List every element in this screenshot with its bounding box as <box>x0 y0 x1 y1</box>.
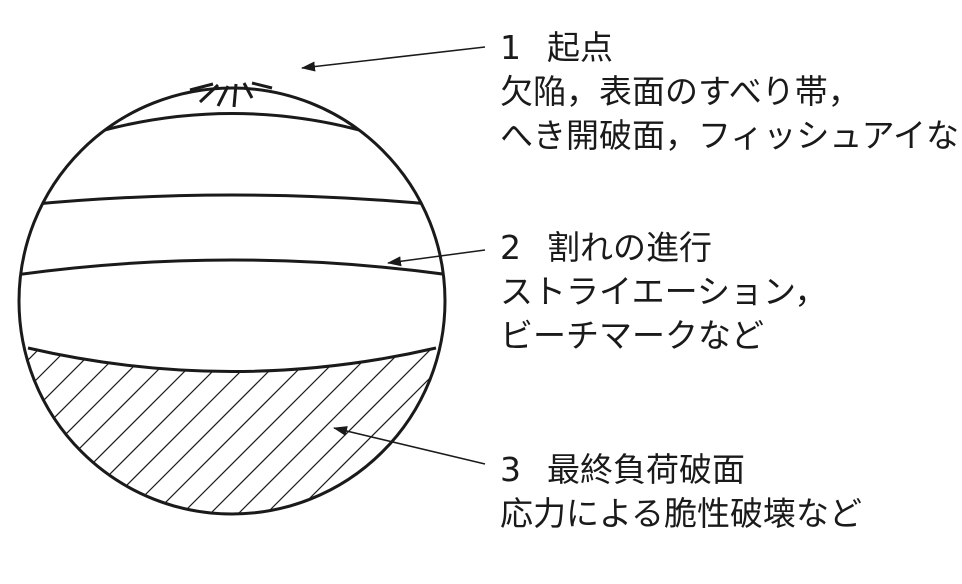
annotation-crack-growth: 2 割れの進行 ストライエーション， ビーチマークなど <box>500 226 827 358</box>
leader-arrows <box>301 46 486 465</box>
annotation-number: 2 <box>500 228 521 267</box>
annotation-number: 1 <box>500 28 521 67</box>
arrow-to-origin <box>301 46 486 72</box>
annotation-detail: ストライエーション， <box>500 272 828 311</box>
final-fracture-zone-hatching <box>28 348 436 514</box>
beach-mark-line <box>27 346 437 373</box>
beach-mark-line <box>129 88 335 102</box>
annotation-detail: ビーチマークなど <box>500 316 764 355</box>
annotation-title: 起点 <box>547 28 613 67</box>
annotation-detail: 応力による脆性破壊など <box>500 494 863 533</box>
annotation-detail: へき開破面，フィッシュアイなど <box>500 116 962 155</box>
arrow-to-crack-growth <box>387 249 486 267</box>
beach-mark-line <box>79 112 385 139</box>
fracture-surface-outline <box>17 86 447 516</box>
arrow-to-final-fracture <box>333 426 486 465</box>
annotation-origin: 1 起点 欠陥，表面のすべり帯， へき開破面，フィッシュアイなど <box>500 26 962 158</box>
annotation-detail: 欠陥，表面のすべり帯， <box>500 72 861 111</box>
beach-mark-line <box>19 258 445 277</box>
annotation-title: 最終負荷破面 <box>547 450 745 489</box>
annotation-title: 割れの進行 <box>547 228 712 267</box>
annotation-final-fracture: 3 最終負荷破面 応力による脆性破壊など <box>500 448 862 536</box>
beach-mark-bands <box>19 88 445 373</box>
beach-mark-line <box>24 193 441 207</box>
annotation-number: 3 <box>500 450 521 489</box>
